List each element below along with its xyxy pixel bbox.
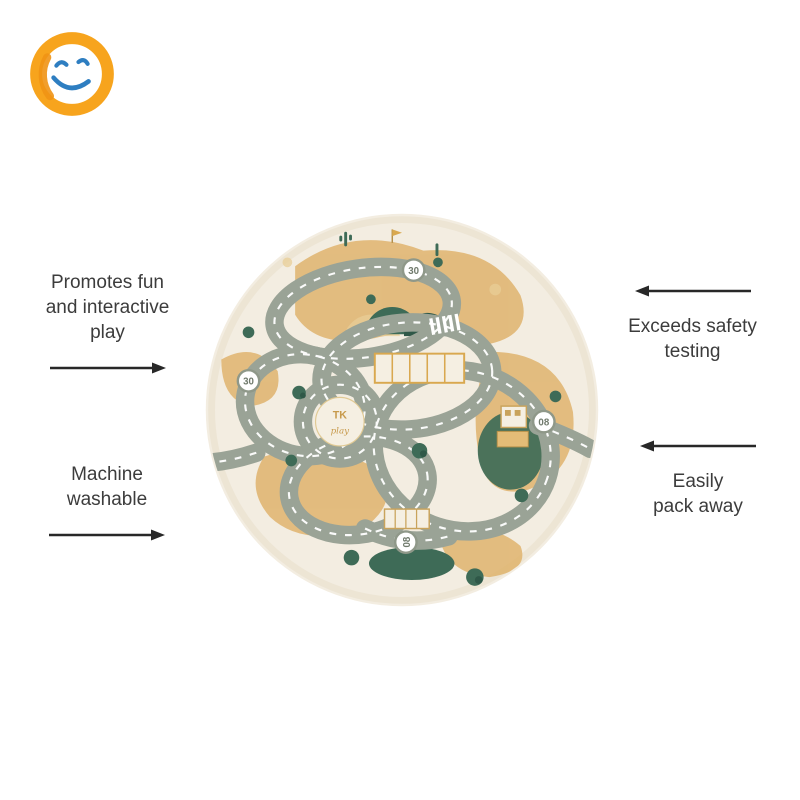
callout-safety-text: Exceeds safety testing bbox=[628, 314, 757, 364]
smiley-logo-icon bbox=[30, 32, 114, 116]
play-mat-graphic: 30 30 08 08 TK play bbox=[205, 213, 599, 607]
crosswalk bbox=[429, 313, 461, 335]
callout-line: Exceeds safety bbox=[628, 316, 757, 337]
speed-sign-right: 08 bbox=[531, 409, 556, 434]
mat-center-badge: TK play bbox=[314, 396, 365, 447]
callout-line: washable bbox=[66, 489, 148, 511]
callout-line: Machine bbox=[71, 464, 143, 485]
speed-sign-bottom: 08 bbox=[393, 530, 418, 555]
callout-machine-text: Machine washable bbox=[67, 462, 147, 512]
callout-line: play bbox=[90, 322, 125, 344]
cactus-icons bbox=[339, 231, 439, 257]
speed-sign-label: 30 bbox=[408, 266, 419, 277]
trees bbox=[242, 257, 562, 586]
callout-line: testing bbox=[664, 341, 721, 363]
callout-line: and interactive bbox=[45, 297, 170, 319]
brand-logo bbox=[26, 28, 118, 120]
callout-machine-washable: Machine washable bbox=[32, 462, 182, 543]
callout-pack-text: Easily pack away bbox=[653, 469, 743, 519]
buildings bbox=[383, 405, 529, 530]
speed-sign-label: 08 bbox=[538, 418, 549, 429]
tree-shadows bbox=[300, 392, 483, 584]
parking-area bbox=[373, 352, 466, 384]
speed-sign-label: 30 bbox=[243, 377, 254, 388]
mat-edge bbox=[208, 216, 596, 604]
callout-line: pack away bbox=[653, 496, 743, 518]
callout-line: Promotes fun bbox=[50, 272, 164, 293]
speed-sign-left: 30 bbox=[236, 368, 261, 393]
callout-safety-testing: Exceeds safety testing bbox=[610, 283, 775, 364]
speed-sign-top: 30 bbox=[401, 258, 426, 283]
arrow-left-icon bbox=[634, 285, 751, 297]
callout-promotes-text: Promotes fun and interactive play bbox=[46, 270, 170, 345]
flag-icon bbox=[391, 229, 402, 243]
badge-monogram: TK bbox=[333, 410, 348, 422]
play-mat-image: 30 30 08 08 TK play bbox=[198, 206, 606, 614]
callout-pack-away: Easily pack away bbox=[618, 438, 778, 519]
arrow-right-icon bbox=[49, 362, 166, 374]
arrow-right-icon bbox=[49, 529, 165, 541]
callout-promotes-fun: Promotes fun and interactive play bbox=[20, 270, 195, 376]
callout-line: Easily bbox=[672, 471, 724, 492]
arrow-left-icon bbox=[640, 440, 756, 452]
speed-sign-label: 08 bbox=[402, 536, 413, 547]
badge-script: play bbox=[331, 426, 351, 436]
